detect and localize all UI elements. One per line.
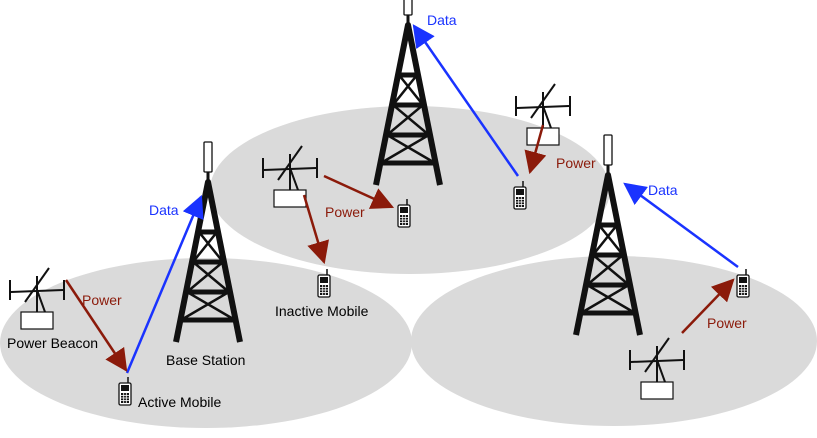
data-label-right: Data <box>648 182 678 198</box>
active-mobile-right <box>736 268 750 298</box>
power-label-top-right: Power <box>556 155 596 171</box>
power-beacon-label: Power Beacon <box>7 335 98 351</box>
power-link-right <box>681 278 735 334</box>
inactive-mobile-label: Inactive Mobile <box>275 303 369 319</box>
power-link-top-right <box>524 124 547 175</box>
cell-left <box>0 258 412 428</box>
base-station-label: Base Station <box>166 352 245 368</box>
data-link-left <box>125 194 204 374</box>
power-label-top: Power <box>325 204 365 220</box>
data-link-right <box>623 182 739 269</box>
data-label-top: Data <box>427 12 457 28</box>
power-link-top-a <box>323 174 395 209</box>
power-link-left <box>64 279 128 372</box>
data-label-left: Data <box>149 202 179 218</box>
cell-top-center <box>210 106 610 274</box>
power-link-top-b <box>302 194 329 265</box>
data-link-top <box>412 24 520 177</box>
power-label-left: Power <box>82 292 122 308</box>
active-mobile-label: Active Mobile <box>138 394 221 410</box>
cell-right <box>411 256 817 426</box>
power-label-right: Power <box>707 315 747 331</box>
